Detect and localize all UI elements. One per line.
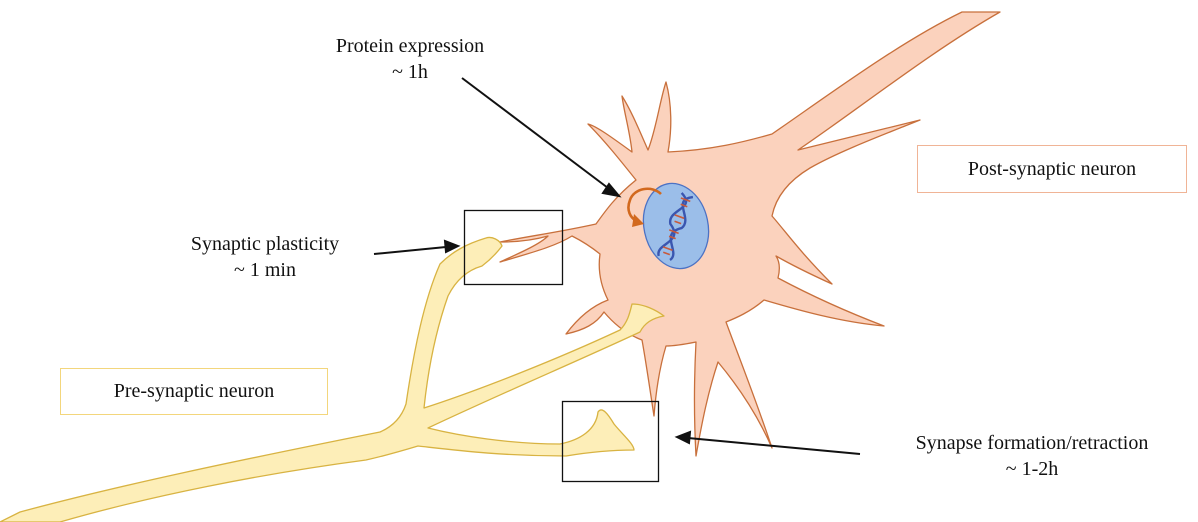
synapse-formation-time: ~ 1-2h [868,456,1196,482]
post-synaptic-neuron-label: Post-synaptic neuron [917,145,1187,193]
synapse-formation-title: Synapse formation/retraction [868,430,1196,456]
protein-expression-title: Protein expression [290,33,530,59]
synaptic-plasticity-title: Synaptic plasticity [140,231,390,257]
protein-arrow [462,78,608,188]
synapse-formation-label: Synapse formation/retraction ~ 1-2h [868,430,1196,482]
formation-arrow [688,438,860,454]
plasticity-arrowhead [445,241,458,252]
post-synaptic-neuron-shape [500,12,1000,456]
formation-arrowhead [677,432,690,443]
pre-synaptic-neuron-label: Pre-synaptic neuron [60,368,328,415]
synaptic-plasticity-label: Synaptic plasticity ~ 1 min [140,231,390,283]
synaptic-plasticity-time: ~ 1 min [140,257,390,283]
protein-expression-time: ~ 1h [290,59,530,85]
protein-expression-label: Protein expression ~ 1h [290,33,530,85]
